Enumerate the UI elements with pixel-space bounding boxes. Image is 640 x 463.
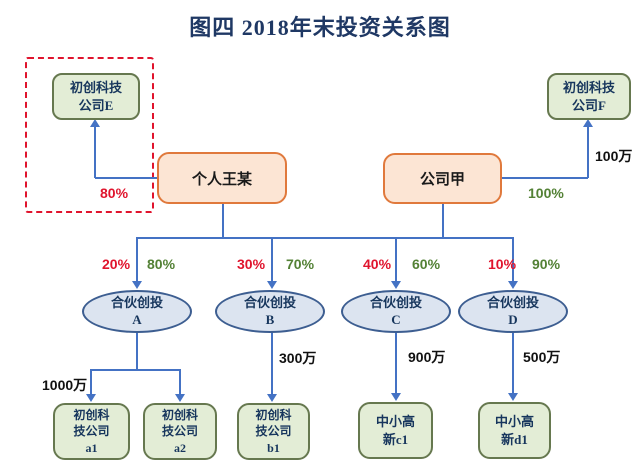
arrowhead-down-icon [508, 393, 518, 401]
node-label: B [265, 311, 275, 327]
node-label: 中小高 [375, 413, 415, 429]
node-company-e: 初创科技 公司E [52, 73, 140, 120]
edge-label-b-pct-red: 30% [237, 256, 266, 272]
node-label: 中小高 [494, 413, 534, 429]
edge-label-c-pct-green: 60% [412, 256, 441, 272]
connector-line [512, 332, 514, 393]
connector-line [222, 203, 224, 238]
edge-label-b-amount: 300万 [279, 350, 317, 366]
node-company-jia: 公司甲 [383, 153, 502, 204]
connector-line [94, 127, 96, 178]
node-label: 初创科 [161, 408, 198, 423]
connector-line [395, 332, 397, 393]
arrowhead-down-icon [391, 281, 401, 289]
node-label: a1 [85, 440, 98, 455]
node-label: 合伙创投 [369, 294, 422, 310]
node-label: D [508, 311, 518, 327]
connector-line [587, 127, 589, 178]
node-label: a2 [174, 440, 186, 455]
edge-label-jia-f-pct: 100% [528, 185, 564, 201]
node-startup-b1: 初创科 技公司 b1 [237, 403, 310, 460]
node-partner-d: 合伙创投 D [458, 290, 568, 333]
connector-line [179, 369, 181, 395]
connector-line [136, 237, 514, 239]
node-label: b1 [267, 440, 280, 455]
node-label: 公司甲 [419, 172, 465, 188]
node-company-f: 初创科技 公司F [547, 73, 631, 120]
edge-label-a-pct-red: 20% [102, 256, 131, 272]
node-label: 初创科技 [69, 79, 122, 95]
node-label: 合伙创投 [110, 294, 163, 310]
node-startup-a1: 初创科 技公司 a1 [53, 403, 130, 460]
highlight-dashed-box [25, 57, 154, 213]
connector-line [271, 238, 273, 282]
node-label: C [391, 311, 401, 327]
arrowhead-down-icon [175, 394, 185, 402]
connector-line [90, 369, 92, 395]
arrowhead-down-icon [267, 281, 277, 289]
node-partner-b: 合伙创投 B [215, 290, 325, 333]
connector-line [136, 332, 138, 370]
arrowhead-up-icon [90, 119, 100, 127]
node-label: 技公司 [73, 424, 110, 439]
node-startup-a2: 初创科 技公司 a2 [143, 403, 217, 460]
edge-label-a-amount: 1000万 [42, 377, 88, 393]
node-label: 合伙创投 [486, 294, 539, 310]
connector-line [512, 238, 514, 282]
node-sme-c1: 中小高 新c1 [358, 402, 433, 459]
node-partner-c: 合伙创投 C [341, 290, 451, 333]
edge-label-c-pct-red: 40% [363, 256, 392, 272]
arrowhead-down-icon [86, 394, 96, 402]
node-label: 合伙创投 [243, 294, 296, 310]
node-label: 初创科 [255, 408, 292, 423]
edge-label-a-pct-green: 80% [147, 256, 176, 272]
connector-line [442, 203, 444, 238]
node-label: 新d1 [501, 431, 528, 447]
connector-line [395, 238, 397, 282]
connector-line [502, 177, 588, 179]
node-sme-d1: 中小高 新d1 [478, 402, 551, 459]
connector-line [136, 238, 138, 282]
edge-label-jia-f-amount: 100万 [595, 148, 633, 164]
node-label: 技公司 [161, 424, 198, 439]
diagram-title: 图四 2018年末投资关系图 [189, 15, 451, 40]
node-label: A [132, 311, 142, 327]
edge-label-c-amount: 900万 [408, 349, 446, 365]
arrowhead-down-icon [267, 394, 277, 402]
arrowhead-down-icon [132, 281, 142, 289]
connector-line [271, 332, 273, 394]
node-partner-a: 合伙创投 A [82, 290, 192, 333]
edge-label-d-pct-green: 90% [532, 256, 561, 272]
edge-label-wang-e-pct: 80% [100, 185, 129, 201]
node-label: 技公司 [255, 424, 292, 439]
node-label: 个人王某 [191, 171, 252, 188]
arrowhead-down-icon [391, 393, 401, 401]
node-label: 新c1 [382, 431, 409, 447]
node-label: 初创科 [73, 408, 110, 423]
node-person-wang: 个人王某 [157, 152, 287, 204]
node-label: 公司E [78, 97, 114, 113]
connector-line [90, 369, 181, 371]
node-label: 公司F [572, 97, 606, 113]
edge-label-d-amount: 500万 [523, 349, 561, 365]
edge-label-b-pct-green: 70% [286, 256, 315, 272]
node-label: 初创科技 [562, 79, 615, 95]
edge-label-d-pct-red: 10% [488, 256, 517, 272]
arrowhead-down-icon [508, 281, 518, 289]
arrowhead-up-icon [583, 119, 593, 127]
connector-line [95, 177, 158, 179]
